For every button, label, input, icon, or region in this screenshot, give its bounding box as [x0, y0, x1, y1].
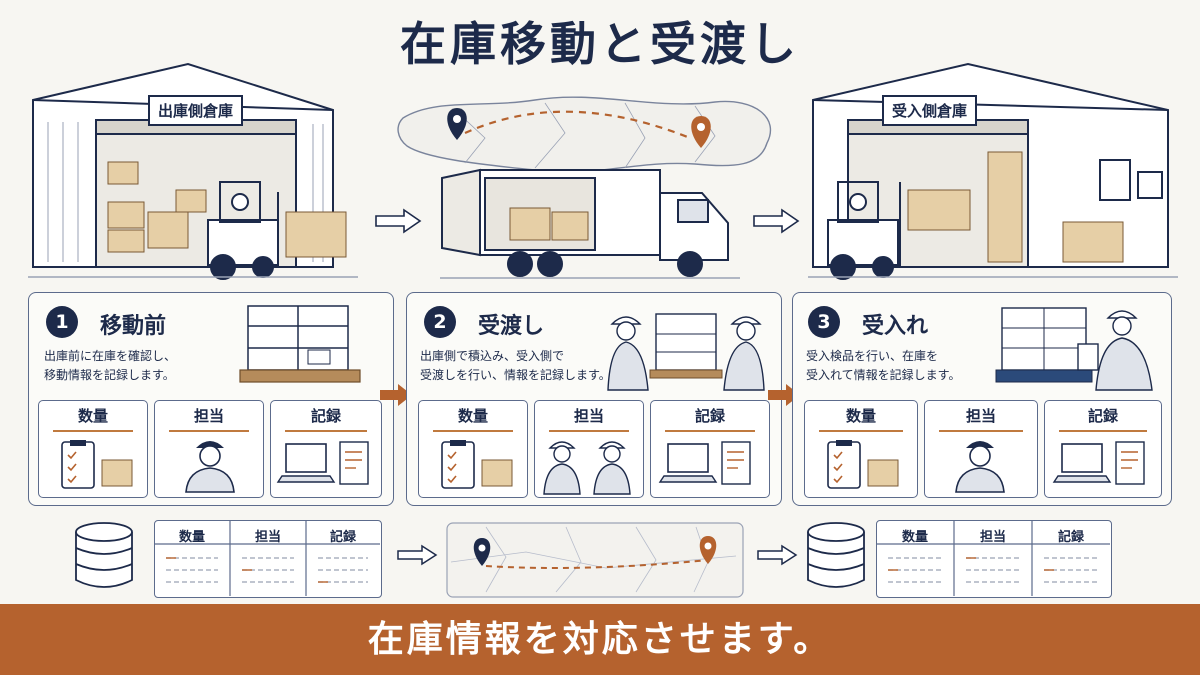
origin-warehouse-sign: 出庫側倉庫: [148, 95, 244, 126]
destination-warehouse-illustration: [808, 62, 1178, 280]
step-1-description: 出庫前に在庫を確認し、 移動情報を記録します。: [44, 349, 177, 382]
right-data-table: [876, 520, 1112, 598]
table-header: 数量: [178, 530, 205, 545]
card-label: 数量: [845, 407, 876, 425]
card-label: 記録: [1087, 407, 1118, 425]
card-label: 記録: [694, 407, 725, 425]
step-arrow-icon: [380, 384, 412, 406]
step-2-number: 2: [424, 306, 456, 338]
table-lines: [876, 520, 1110, 596]
database-icon: [75, 522, 133, 588]
truck-illustration: [440, 168, 740, 279]
clipboard-icon: [441, 440, 513, 489]
destination-warehouse-sign: 受入側倉庫: [882, 95, 978, 126]
laptop-icon: [658, 441, 751, 485]
arrow-right-icon: [753, 208, 800, 234]
page-title: 在庫移動と受渡し: [400, 17, 800, 71]
step-3-card-quantity: 数量: [804, 400, 918, 498]
two-workers-icon: [543, 441, 631, 495]
table-header: 数量: [901, 530, 928, 545]
card-label: 担当: [193, 407, 224, 425]
table-header: 担当: [254, 530, 281, 545]
origin-warehouse-illustration: [28, 62, 358, 280]
card-label: 記録: [310, 407, 341, 425]
clipboard-icon: [61, 440, 133, 489]
table-lines: [154, 520, 380, 596]
step-2-description: 出庫側で積込み、受入側で 受渡しを行い、情報を記録します。: [420, 349, 611, 382]
route-map-illustration: [397, 96, 772, 173]
card-label: 数量: [77, 407, 108, 425]
footer-text: 在庫情報を対応させます。: [367, 618, 833, 660]
step-3-number: 3: [808, 306, 840, 338]
clipboard-icon: [827, 440, 899, 489]
handover-workers-icon: [607, 313, 765, 391]
database-icon: [807, 522, 865, 588]
step-3-title: 受入れ: [862, 313, 929, 339]
card-label: 担当: [573, 407, 604, 425]
step-1-number: 1: [46, 306, 78, 338]
step-2-title: 受渡し: [478, 313, 545, 339]
inspection-worker-icon: [995, 307, 1153, 391]
pallet-boxes-icon: [239, 305, 361, 383]
table-header: 記録: [329, 530, 356, 545]
arrow-right-icon: [375, 208, 422, 234]
card-label: 数量: [457, 407, 488, 425]
route-map-small-illustration: [446, 522, 744, 598]
worker-icon: [185, 441, 235, 493]
table-header: 担当: [979, 530, 1006, 545]
footer-banner: [0, 604, 1200, 675]
left-data-table: [154, 520, 382, 598]
laptop-icon: [1052, 441, 1145, 485]
table-header: 記録: [1057, 530, 1084, 545]
laptop-icon: [276, 441, 369, 485]
worker-icon: [955, 441, 1005, 493]
arrow-right-icon: [397, 544, 438, 566]
arrow-right-icon: [757, 544, 798, 566]
step-3-description: 受入検品を行い、在庫を 受入れて情報を記録します。: [806, 349, 961, 382]
card-label: 担当: [965, 407, 996, 425]
step-1-title: 移動前: [100, 313, 167, 339]
